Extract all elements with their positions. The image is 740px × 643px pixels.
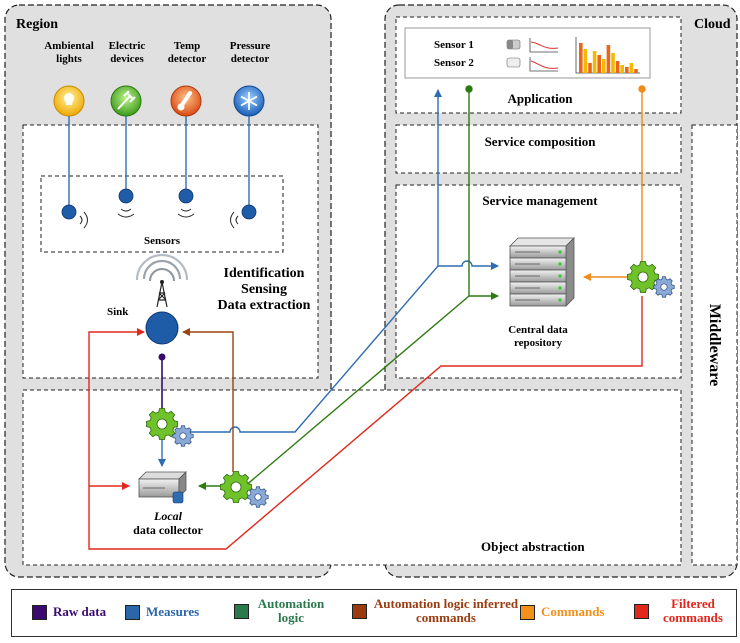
device-links bbox=[68, 116, 250, 206]
sensor-nodes bbox=[61, 188, 257, 220]
device-label: Pressure detector bbox=[229, 40, 271, 65]
legend-item: Filtered commands bbox=[634, 596, 731, 626]
app-chart-bar bbox=[583, 49, 588, 73]
app-chart-bar bbox=[620, 65, 624, 73]
region-title: Region bbox=[16, 17, 58, 32]
raw-data-link bbox=[158, 353, 166, 410]
identification-line: Data extraction bbox=[217, 298, 311, 314]
middleware-area bbox=[691, 124, 738, 566]
local-collector-label: Local data collector bbox=[118, 509, 218, 538]
app-chart-bar bbox=[602, 59, 606, 73]
snowflake-icon bbox=[233, 85, 265, 117]
service-composition-label: Service composition bbox=[484, 134, 596, 149]
legend-item: Raw data bbox=[32, 605, 106, 620]
application-label: Application bbox=[507, 91, 573, 106]
legend-swatch bbox=[234, 603, 249, 619]
app-sensor-1-label: Sensor 1 bbox=[434, 39, 474, 51]
central-repo-line: repository bbox=[513, 336, 563, 349]
cloud-title: Cloud bbox=[694, 17, 731, 32]
identification-line: Sensing bbox=[241, 282, 287, 298]
legend-label: Filtered commands bbox=[663, 596, 723, 626]
thermometer-icon bbox=[170, 85, 202, 117]
identification-line: Identification bbox=[223, 266, 305, 281]
inferred-commands-link bbox=[182, 328, 234, 472]
app-chart-bar bbox=[606, 45, 611, 73]
service-management-label: Service management bbox=[482, 193, 598, 208]
server-stack-icon bbox=[509, 237, 575, 307]
legend-label: Automation logic inferred commands bbox=[373, 596, 519, 626]
app-chart-bar bbox=[625, 67, 629, 73]
legend-swatch bbox=[352, 603, 367, 619]
legend: Raw data Measures Automation logic Autom… bbox=[11, 589, 737, 637]
app-dashboard bbox=[404, 27, 651, 79]
server-icon bbox=[138, 471, 187, 504]
legend-item: Automation logic bbox=[234, 596, 327, 626]
sink-label: Sink bbox=[107, 306, 129, 318]
legend-swatch bbox=[32, 605, 47, 620]
object-abstraction-label: Object abstraction bbox=[481, 539, 585, 554]
sensors-label: Sensors bbox=[144, 235, 181, 247]
app-sensor-2-label: Sensor 2 bbox=[434, 57, 474, 69]
lightbulb-icon bbox=[53, 85, 85, 117]
middleware-label: Middleware bbox=[706, 303, 724, 387]
app-chart-bar bbox=[597, 55, 601, 73]
legend-label: Measures bbox=[146, 604, 200, 620]
app-chart-bar bbox=[615, 61, 620, 73]
automation-links bbox=[198, 85, 499, 490]
plug-icon bbox=[110, 85, 142, 117]
legend-item: Commands bbox=[520, 605, 605, 620]
central-repo-label: Central data repository bbox=[488, 324, 588, 349]
local-collector-line: data collector bbox=[133, 522, 203, 537]
sink-node bbox=[145, 311, 179, 345]
commands-link bbox=[583, 85, 646, 281]
app-chart-bar bbox=[629, 63, 634, 73]
legend-label: Commands bbox=[541, 604, 605, 620]
identification-label: Identification Sensing Data extraction bbox=[204, 266, 324, 314]
legend-label: Automation logic bbox=[257, 596, 325, 626]
app-chart-bar bbox=[611, 53, 615, 73]
legend-item: Measures bbox=[125, 605, 199, 620]
device-label: Electric devices bbox=[108, 40, 146, 65]
legend-item: Automation logic inferred commands bbox=[352, 596, 519, 626]
app-chart-bar bbox=[634, 69, 638, 73]
legend-swatch bbox=[125, 605, 140, 620]
antenna-icon bbox=[135, 253, 189, 308]
central-repo-line: Central data bbox=[508, 324, 568, 336]
legend-swatch bbox=[634, 603, 649, 619]
sensor-waves bbox=[79, 208, 239, 229]
app-chart-bar bbox=[592, 51, 597, 73]
legend-label: Raw data bbox=[53, 604, 107, 620]
legend-swatch bbox=[520, 605, 535, 620]
service-composition-area bbox=[395, 124, 682, 174]
device-label: Temp detector bbox=[167, 40, 207, 65]
measures-links bbox=[158, 89, 499, 467]
app-chart-bar bbox=[579, 43, 583, 73]
app-chart-bar bbox=[588, 63, 592, 73]
filtered-commands-link bbox=[88, 296, 643, 550]
local-collector-line: Local bbox=[154, 509, 182, 523]
object-abstraction-area bbox=[22, 389, 682, 566]
device-label: Ambiental lights bbox=[44, 40, 94, 65]
